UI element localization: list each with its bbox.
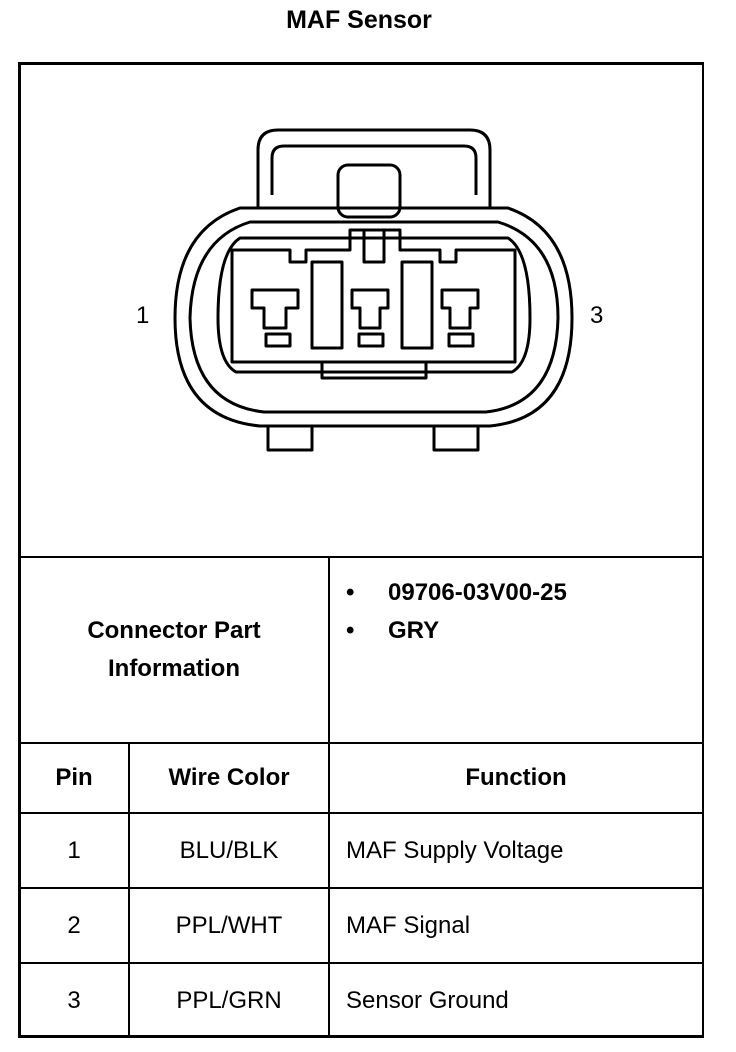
divider-header-bottom: [18, 812, 704, 814]
table-row-1-function: MAF Supply Voltage: [346, 836, 564, 864]
connector-inner-body: [216, 236, 532, 374]
divider-function-column: [328, 556, 330, 1038]
connector-housing-ridge: [188, 220, 560, 414]
connector-part-info-label: Connector Part Information: [20, 558, 328, 742]
divider-pin-column: [128, 742, 130, 1038]
connector-slot-2: [400, 260, 434, 350]
divider-drawing-bottom: [18, 556, 704, 558]
terminal-pin-3-lock: [447, 332, 475, 348]
part-info-item: •GRY: [346, 617, 440, 644]
divider-row-1-bottom: [18, 887, 704, 889]
table-row-3-function: Sensor Ground: [346, 987, 509, 1014]
connector-part-info-label-line1: Connector Part: [87, 617, 261, 644]
table-row-3-pin: 3: [67, 987, 81, 1014]
connector-cavity: [230, 228, 517, 364]
diagram-frame: [18, 62, 702, 1038]
divider-part-info-bottom: [18, 742, 704, 744]
part-info-item: •09706-03V00-25: [346, 579, 567, 606]
diagram-title: MAF Sensor: [286, 6, 432, 34]
frame-right-edge: [702, 62, 704, 1038]
connector-part-info-label-line2: Information: [107, 655, 240, 682]
terminal-pin-2-lock: [357, 332, 385, 348]
connector-latch: [256, 128, 492, 208]
table-row-2-wire-color: PPL/WHT: [175, 911, 283, 939]
terminal-pin-2: [350, 288, 390, 330]
pin-label-1: 1: [136, 302, 150, 329]
table-row-1-wire-color: BLU/BLK: [179, 836, 279, 864]
terminal-pin-1-lock: [264, 332, 292, 348]
divider-row-2-bottom: [18, 962, 704, 964]
table-row-2-function: MAF Signal: [346, 911, 471, 939]
header-function: Function: [465, 764, 567, 791]
table-row-1-pin: 1: [67, 836, 81, 864]
connector-color: GRY: [388, 617, 440, 644]
connector-tab-left: [266, 426, 314, 452]
connector-part-info-list: •09706-03V00-25 •GRY: [346, 574, 567, 650]
table-row-2-pin: 2: [67, 911, 81, 939]
table-row-3-wire-color: PPL/GRN: [176, 987, 282, 1014]
connector-slot-1: [310, 260, 344, 350]
connector-outer-housing: [173, 206, 574, 428]
header-wire-color: Wire Color: [168, 764, 290, 791]
connector-tab-right: [432, 426, 480, 452]
connector-face-drawing: [173, 128, 574, 452]
header-pin: Pin: [55, 764, 93, 791]
connector-bottom-key: [320, 360, 428, 380]
connector-center-key: [362, 228, 386, 264]
terminal-pin-1: [250, 288, 300, 330]
pin-label-3: 3: [590, 302, 604, 329]
connector-latch-button: [336, 163, 402, 219]
connector-latch-inner: [270, 144, 478, 195]
terminal-pin-3: [440, 288, 480, 330]
part-number: 09706-03V00-25: [388, 579, 567, 606]
